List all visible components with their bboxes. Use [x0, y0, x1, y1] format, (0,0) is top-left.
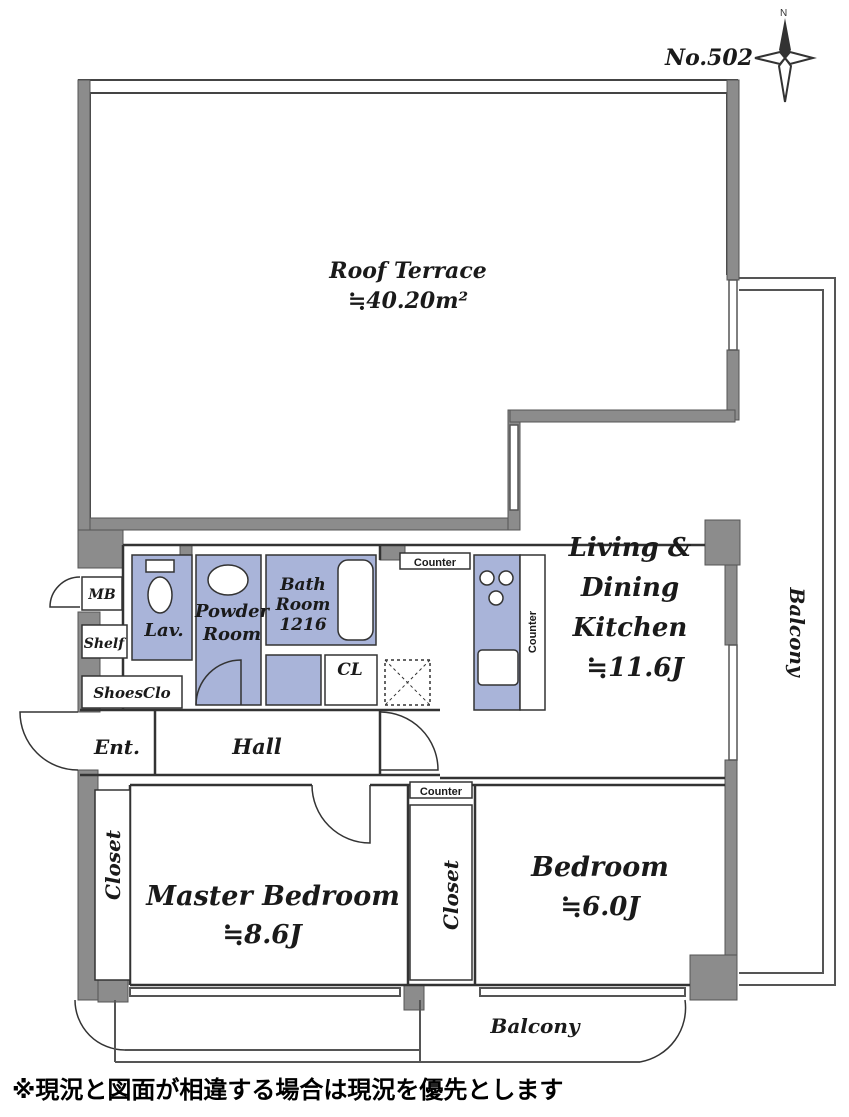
- door-swings: [19, 576, 687, 1063]
- north-label: N: [780, 8, 787, 19]
- sink-icon: [207, 564, 249, 596]
- fixtures: [81, 552, 546, 981]
- storage-x-icon: [384, 659, 431, 706]
- hall-label: Hall: [231, 734, 281, 759]
- south-balcony-outline: [114, 987, 686, 1063]
- shoes-closet-label: ShoesClo: [93, 684, 170, 702]
- roof-terrace-area: ≒40.20m²: [348, 288, 468, 314]
- ent-label: Ent.: [93, 735, 140, 759]
- kitchen-sink-icon: [477, 649, 519, 686]
- balcony-east-label: Balcony: [785, 586, 809, 678]
- powder-label-line2: Room: [202, 624, 261, 645]
- closet-bedroom-box: [409, 804, 473, 981]
- master-bedroom-size: ≒8.6J: [222, 920, 303, 950]
- shoes-closet-box: [81, 675, 183, 709]
- mb-label: MB: [87, 587, 115, 603]
- living-label-line2: Dining: [580, 573, 679, 603]
- east-balcony-outline: [739, 277, 836, 986]
- bedroom-size: ≒6.0J: [560, 892, 641, 922]
- stove-burner-icon: [488, 590, 504, 606]
- bedroom-name: Bedroom: [530, 852, 669, 883]
- south-window-arc-right: [639, 999, 687, 1063]
- stove-burner-icon: [479, 570, 495, 586]
- bath-label-line1: Bath: [279, 575, 326, 595]
- living-size: ≒11.6J: [586, 653, 685, 683]
- cl-box: [324, 654, 378, 706]
- living-label-line3: Kitchen: [572, 613, 688, 643]
- disclaimer-note: ※現況と図面が相違する場合は現況を優先とします: [12, 1076, 564, 1104]
- master-door-icon: [311, 784, 371, 844]
- toilet-icon: [147, 576, 173, 614]
- powder-label-line1: Powder: [194, 601, 271, 622]
- east-windows: [509, 279, 738, 761]
- south-window-arc-left: [74, 999, 126, 1051]
- master-bedroom-name: Master Bedroom: [145, 881, 400, 912]
- closet-master-box: [94, 789, 131, 981]
- entry-door-icon: [19, 711, 79, 771]
- counter-side-label: Counter: [527, 610, 539, 653]
- unit-number: No.502: [664, 45, 753, 71]
- mb-door-icon: [49, 576, 81, 608]
- counter-top-label: Counter: [414, 557, 457, 569]
- counter-bedroom-label: Counter: [420, 786, 463, 798]
- closet-master-label: Closet: [101, 829, 125, 900]
- roof-terrace-name: Roof Terrace: [328, 258, 486, 284]
- compass-icon: N: [754, 8, 817, 103]
- utility-area: [265, 654, 322, 706]
- living-label-line1: Living &: [568, 533, 692, 563]
- mb-box: [81, 576, 123, 611]
- cl-label: CL: [337, 660, 362, 680]
- closet-bedroom-label: Closet: [439, 859, 463, 930]
- counter-bedroom-box: [409, 781, 473, 799]
- bath-label-line3: 1216: [279, 615, 326, 635]
- toilet-tank-icon: [145, 559, 175, 573]
- bath-label-line2: Room: [275, 595, 331, 615]
- counter-top-box: [399, 552, 471, 570]
- powder-door-icon: [195, 659, 242, 706]
- shelf-label: Shelf: [84, 636, 128, 652]
- lav-label: Lav.: [143, 620, 183, 641]
- bathtub-icon: [337, 559, 374, 641]
- hall-door-icon: [379, 711, 439, 771]
- counter-side-box: [519, 554, 546, 711]
- balcony-south-label: Balcony: [489, 1014, 581, 1038]
- shelf-box: [81, 624, 128, 659]
- stove-burner-icon: [498, 570, 514, 586]
